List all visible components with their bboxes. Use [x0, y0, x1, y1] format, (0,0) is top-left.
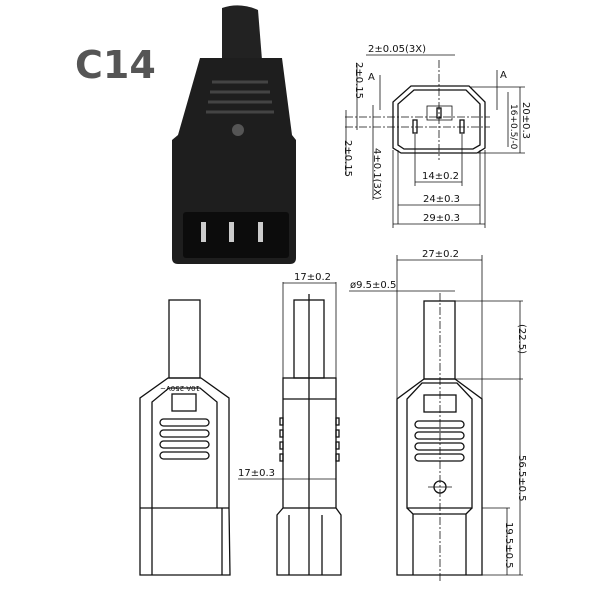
- dim-front-body-width: 27±0.2: [422, 249, 459, 260]
- front-profile-drawing: 2±0.05(3X) A A 2±0.15 2±0.15 4±0.1(3X) 1…: [342, 44, 531, 228]
- dim-pin-spacing: 14±0.2: [422, 171, 459, 182]
- dim-outer-width: 29±0.3: [423, 213, 460, 224]
- dim-cable-diameter: ø9.5±0.5: [350, 280, 396, 291]
- dim-pin-width: 2±0.05(3X): [368, 44, 426, 55]
- dim-plug-length: 19.5±0.5: [503, 522, 514, 569]
- section-label-left: A: [368, 72, 375, 83]
- c14-connector-photo: [172, 5, 296, 264]
- rating-label: 10A 250V~: [160, 384, 200, 392]
- dim-inner-width: 24±0.3: [423, 194, 460, 205]
- dim-total-length: 56.5±0.5: [516, 455, 527, 502]
- dim-side-top-width: 17±0.2: [294, 272, 331, 283]
- side-view-drawing: 17±0.2 17±0.3: [238, 272, 342, 576]
- front-view-drawing: 27±0.2 ø9.5±0.5 (22.5) 56.5±0.5 19.5±0.5: [349, 249, 527, 582]
- section-label-right: A: [500, 70, 507, 81]
- dim-pin-length: 4±0.1(3X): [371, 148, 382, 200]
- dim-offset-bottom: 2±0.15: [342, 140, 353, 177]
- dim-inner-height: 16+0.5/-0: [508, 104, 518, 150]
- dim-cable-length: (22.5): [516, 324, 527, 354]
- product-title: C14: [75, 43, 156, 87]
- dim-offset-top: 2±0.15: [353, 62, 364, 99]
- dim-outer-height: 20±0.3: [520, 102, 531, 139]
- dim-side-body-width: 17±0.3: [238, 468, 275, 479]
- left-view-drawing: 10A 250V~: [139, 299, 231, 576]
